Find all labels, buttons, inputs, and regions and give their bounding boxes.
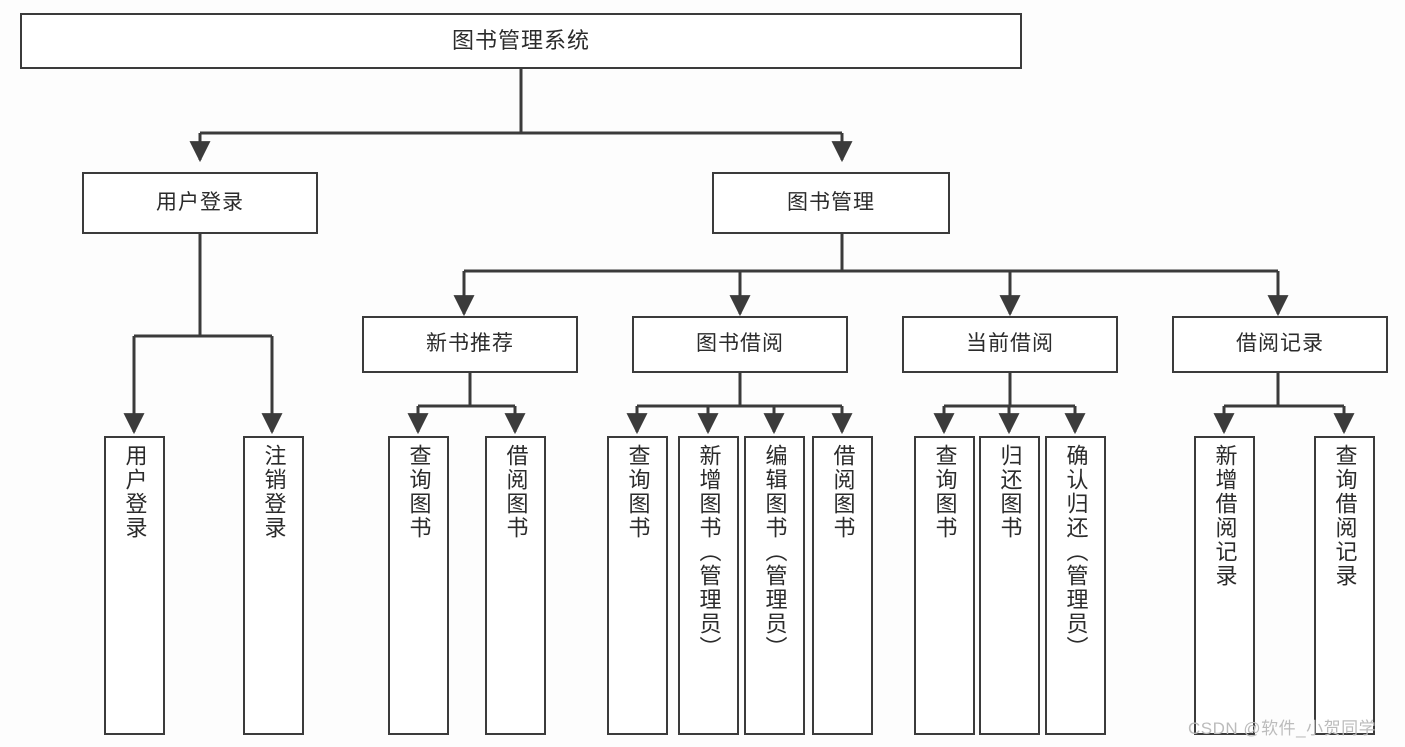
leaf-current-borrow-return[interactable]: 归还图书	[979, 436, 1040, 735]
leaf-book-borrow-add[interactable]: 新增图书（管理员）	[678, 436, 739, 735]
node-label: 新书推荐	[426, 332, 514, 356]
leaf-book-borrow-edit[interactable]: 编辑图书（管理员）	[744, 436, 805, 735]
node-label: 编辑图书（管理员）	[762, 444, 788, 660]
node-label: 新增图书（管理员）	[696, 444, 722, 660]
leaf-book-borrow-borrow[interactable]: 借阅图书	[812, 436, 873, 735]
node-label: 借阅图书	[830, 444, 856, 540]
node-label: 用户登录	[122, 444, 148, 540]
node-user-login[interactable]: 用户登录	[82, 172, 318, 234]
node-label: 确认归还（管理员）	[1063, 444, 1089, 660]
node-borrow-record[interactable]: 借阅记录	[1172, 316, 1388, 373]
leaf-user-login-login[interactable]: 用户登录	[104, 436, 165, 735]
node-current-borrow[interactable]: 当前借阅	[902, 316, 1118, 373]
node-label: 查询图书	[625, 444, 651, 540]
node-label: 查询图书	[932, 444, 958, 540]
leaf-new-book-borrow[interactable]: 借阅图书	[485, 436, 546, 735]
leaf-current-borrow-confirm-return[interactable]: 确认归还（管理员）	[1045, 436, 1106, 735]
node-new-book-recommend[interactable]: 新书推荐	[362, 316, 578, 373]
node-label: 查询图书	[406, 444, 432, 540]
csdn-watermark: CSDN @软件_小贺同学	[1188, 719, 1377, 738]
node-label: 借阅记录	[1236, 332, 1324, 356]
node-label: 用户登录	[156, 190, 244, 214]
node-label: 归还图书	[997, 444, 1023, 540]
leaf-book-borrow-query[interactable]: 查询图书	[607, 436, 668, 735]
node-label: 当前借阅	[966, 332, 1054, 356]
leaf-current-borrow-query[interactable]: 查询图书	[914, 436, 975, 735]
node-label: 图书借阅	[696, 332, 784, 356]
node-book-management[interactable]: 图书管理	[712, 172, 950, 234]
leaf-new-book-query[interactable]: 查询图书	[388, 436, 449, 735]
node-label: 注销登录	[261, 444, 287, 540]
node-label: 查询借阅记录	[1332, 444, 1358, 588]
node-label: 借阅图书	[503, 444, 529, 540]
leaf-borrow-record-add[interactable]: 新增借阅记录	[1194, 436, 1255, 735]
node-label: 新增借阅记录	[1212, 444, 1238, 588]
node-root-system[interactable]: 图书管理系统	[20, 13, 1022, 69]
node-label: 图书管理	[787, 190, 875, 214]
leaf-user-login-logout[interactable]: 注销登录	[243, 436, 304, 735]
node-book-borrow[interactable]: 图书借阅	[632, 316, 848, 373]
leaf-borrow-record-query[interactable]: 查询借阅记录	[1314, 436, 1375, 735]
node-label: 图书管理系统	[451, 28, 590, 54]
